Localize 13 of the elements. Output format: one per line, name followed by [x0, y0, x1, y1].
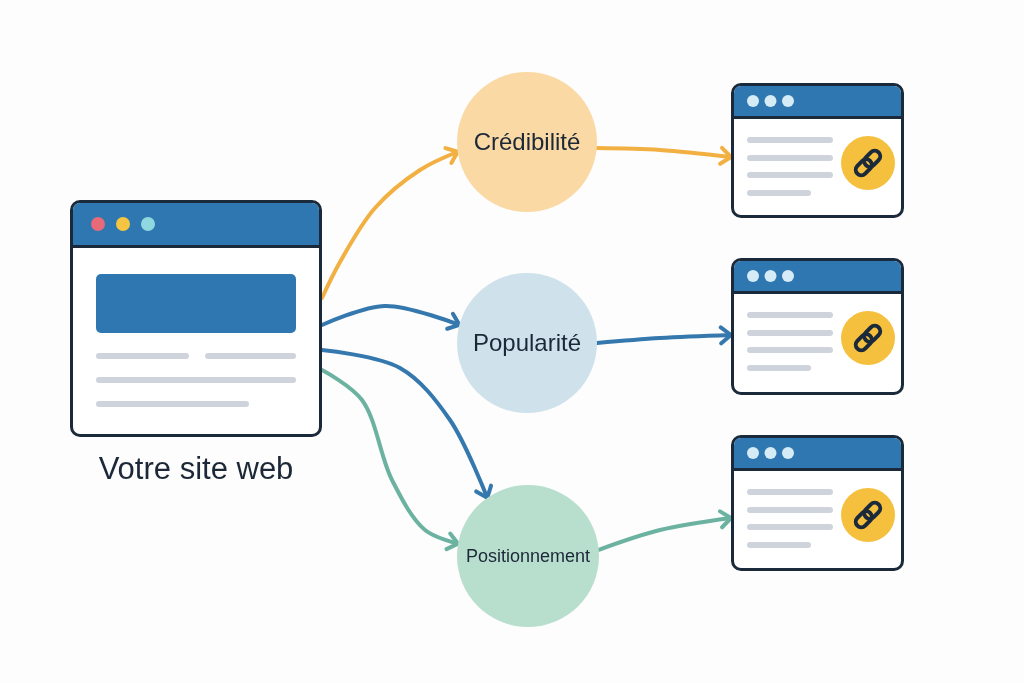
arrow [595, 325, 733, 346]
browser-window [70, 200, 322, 437]
browser-window [731, 83, 904, 218]
arrow [320, 146, 460, 300]
browser-window [731, 258, 904, 395]
arrow [320, 368, 461, 552]
node-label: Positionnement [465, 545, 591, 567]
node-label: Votre site web [97, 451, 295, 487]
arrow [320, 304, 462, 331]
node-label: Crédibilité [473, 128, 581, 156]
node-label: Popularité [472, 329, 582, 357]
arrow [320, 348, 494, 500]
browser-window [731, 435, 904, 571]
